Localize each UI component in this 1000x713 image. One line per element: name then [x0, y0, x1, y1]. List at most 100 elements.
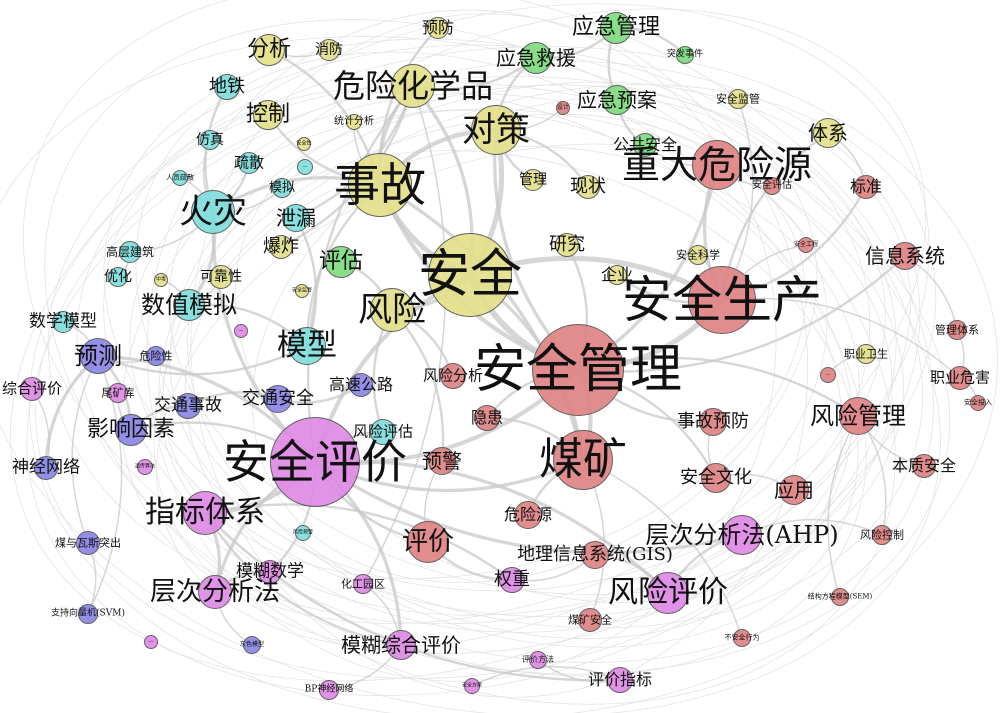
node-circle-mohuzonghepingjia[interactable]	[386, 630, 416, 660]
node-circle-shusan[interactable]	[238, 152, 260, 174]
node-circle-anquankexue[interactable]	[688, 245, 708, 265]
node-circle-moni[interactable]	[272, 178, 292, 198]
node-circle-jiaotonganquan[interactable]	[264, 385, 292, 413]
node-circle-yanjiu[interactable]	[555, 233, 579, 257]
node-circle-weikuangku[interactable]	[108, 383, 128, 403]
node-circle-guanlitixi[interactable]	[947, 320, 967, 340]
node-circle-sheji[interactable]	[556, 101, 570, 115]
node-circle-xielou[interactable]	[282, 204, 310, 232]
node-circle-shuxuemoxing[interactable]	[52, 311, 74, 333]
node-circle-anquanwenhua[interactable]	[701, 463, 731, 493]
node-circle-fengxianguanli[interactable]	[839, 397, 877, 435]
node-circle-zhiyeweisheng[interactable]	[856, 344, 876, 364]
node-circle-meikuanganquan[interactable]	[578, 608, 602, 632]
node-circle-zhongdaweixianyuan[interactable]	[692, 140, 742, 190]
node-circle-zhongdu[interactable]	[154, 273, 168, 287]
node-circle-bpshenjing[interactable]	[319, 680, 339, 700]
node-circle-fengxianpinggu[interactable]	[370, 419, 396, 445]
node-circle-renyuanshusan[interactable]	[172, 170, 188, 186]
node-circle-yingjijiuyuan[interactable]	[520, 42, 552, 74]
node-circle-gis[interactable]	[581, 541, 609, 569]
node-circle-ditie[interactable]	[214, 74, 240, 100]
node-circle-biaozhun[interactable]	[854, 175, 878, 199]
node-circle-shenjingwangluo[interactable]	[34, 456, 58, 480]
node-circle-anquanxing[interactable]	[297, 137, 311, 151]
node-circle-weixianxing[interactable]	[146, 346, 166, 366]
node-circle-yujing[interactable]	[428, 447, 456, 475]
node-circle-pingjia_red[interactable]	[407, 521, 449, 563]
node-circle-buanquanxingwei[interactable]	[733, 629, 751, 647]
node-circle-moxing[interactable]	[288, 327, 326, 365]
node-circle-yinhuan[interactable]	[474, 405, 500, 431]
node-circle-anquanguanli[interactable]	[532, 324, 624, 416]
node-circle-jiaotongshigu[interactable]	[175, 393, 201, 419]
node-circle-huozai[interactable]	[191, 190, 235, 234]
node-circle-weixianyuan[interactable]	[514, 501, 542, 529]
node-circle-tufashijian[interactable]	[676, 46, 694, 64]
node-circle-sem[interactable]	[831, 588, 849, 606]
node-circle-yuce[interactable]	[80, 338, 116, 374]
node-circle-blank_mag[interactable]	[234, 324, 248, 338]
node-circle-anquangongcheng[interactable]	[798, 237, 814, 253]
node-circle-huagongyuanqu[interactable]	[353, 574, 373, 594]
node-circle-meikuang[interactable]	[553, 430, 613, 490]
node-circle-tixi[interactable]	[813, 118, 843, 148]
node-circle-fengxiankongzhi[interactable]	[872, 525, 892, 545]
node-circle-zhibiaotixi[interactable]	[183, 491, 227, 535]
node-circle-fangzhen[interactable]	[200, 130, 220, 150]
node-circle-anquanpingjia[interactable]	[270, 417, 360, 507]
node-circle-quanzhong[interactable]	[499, 567, 525, 593]
node-circle-anquan[interactable]	[428, 233, 512, 317]
node-circle-blank_mag2[interactable]	[137, 459, 153, 475]
node-circle-xiaofang[interactable]	[318, 39, 340, 61]
node-circle-blank_mag3[interactable]	[144, 635, 158, 649]
node-circle-youhua[interactable]	[108, 267, 128, 287]
node-circle-fengxian[interactable]	[370, 288, 414, 332]
node-circle-blank_red[interactable]	[820, 367, 836, 383]
node-circle-anquanshengchan[interactable]	[688, 266, 756, 334]
node-circle-baozha[interactable]	[269, 235, 293, 259]
node-circle-shigu[interactable]	[348, 153, 412, 217]
node-circle-xianzhuang[interactable]	[576, 175, 600, 199]
node-circle-xinxixitong[interactable]	[891, 242, 919, 270]
node-circle-mohushuxue[interactable]	[258, 560, 282, 584]
node-circle-kongzhi[interactable]	[253, 100, 283, 130]
node-circle-weixianhuaxuepin[interactable]	[391, 64, 435, 108]
node-circle-blank_cyan[interactable]	[297, 159, 313, 175]
node-circle-blank_cyan2[interactable]	[295, 525, 311, 541]
node-circle-ahp[interactable]	[722, 515, 762, 555]
node-circle-cengcifenxifa[interactable]	[198, 575, 232, 609]
node-circle-zhiyeweihai[interactable]	[948, 366, 972, 390]
node-circle-anquanguanli2[interactable]	[295, 284, 309, 298]
node-circle-gonggonganquan[interactable]	[633, 133, 657, 157]
node-circle-meiyuwasi[interactable]	[76, 531, 100, 555]
node-circle-pinggu[interactable]	[325, 246, 357, 278]
node-circle-yingxiangyinsu[interactable]	[115, 414, 147, 446]
node-circle-svm[interactable]	[78, 604, 98, 624]
node-circle-yingjiguanli[interactable]	[600, 12, 632, 44]
node-circle-guanli[interactable]	[522, 169, 544, 191]
node-circle-huiseMoxing[interactable]	[243, 636, 261, 654]
node-circle-gaocengjianzhu[interactable]	[119, 241, 141, 263]
node-circle-fengxianpingjia[interactable]	[647, 572, 689, 614]
node-circle-duice[interactable]	[471, 105, 521, 155]
node-circle-fenxi[interactable]	[253, 34, 285, 66]
node-circle-yufang[interactable]	[427, 17, 449, 39]
node-circle-shuzhimoni[interactable]	[173, 289, 205, 321]
node-circle-anquanjianguan[interactable]	[728, 89, 748, 109]
node-circle-anquanpinggu[interactable]	[763, 177, 781, 195]
node-circle-anquantouru[interactable]	[970, 395, 986, 411]
node-circle-anquanfangan[interactable]	[464, 678, 480, 694]
node-circle-fengxianfenxi[interactable]	[440, 363, 466, 389]
node-circle-kekaoxing[interactable]	[209, 265, 233, 289]
node-circle-benzhianquan[interactable]	[912, 454, 936, 478]
node-circle-shiguyufang[interactable]	[699, 408, 727, 436]
node-circle-gaosugonglu[interactable]	[349, 373, 373, 397]
node-circle-pingjiazhibiao[interactable]	[607, 667, 633, 693]
node-circle-yingyong[interactable]	[779, 475, 809, 505]
node-circle-zonghepingjia[interactable]	[20, 377, 44, 401]
node-circle-pingjiafangfa[interactable]	[529, 651, 547, 669]
node-circle-qiye[interactable]	[607, 265, 627, 285]
node-circle-tongjifenxi[interactable]	[346, 114, 362, 130]
node-circle-yingjiyuan[interactable]	[602, 85, 632, 115]
